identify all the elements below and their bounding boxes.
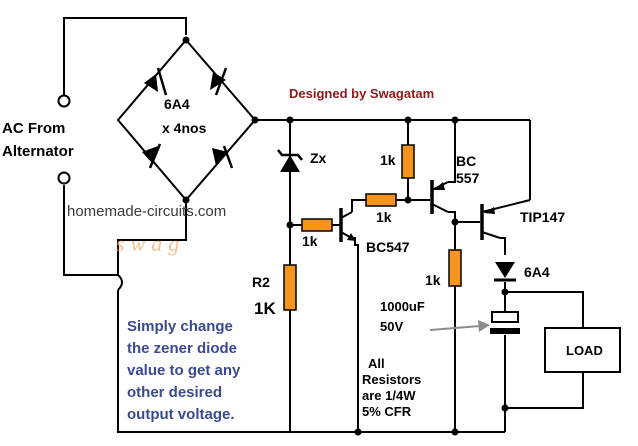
tip147-collector <box>500 237 506 255</box>
wiring <box>63 17 584 433</box>
credit-label: Designed by Swagatam <box>289 86 434 101</box>
diode-icon <box>142 143 162 169</box>
resistor-top <box>401 144 415 179</box>
tip147-transistor-icon <box>480 199 531 240</box>
website-watermark: homemade-circuits.com <box>67 203 226 220</box>
diode-icon <box>144 67 168 96</box>
capacitor-label: 1000uF 50V <box>380 299 428 334</box>
bc557-transistor-icon <box>430 180 449 214</box>
junction-dots <box>182 36 509 436</box>
load-positive <box>505 291 584 328</box>
tip147-label: TIP147 <box>520 209 565 225</box>
r-mid-label: 1k <box>376 209 392 225</box>
r2-label: R2 1K <box>252 274 276 318</box>
ground-rail-left <box>117 290 290 433</box>
bridge-label: 6A4 x 4nos <box>162 96 207 136</box>
ac-wire-top <box>63 17 187 95</box>
bridge-bottom-wire <box>117 200 187 275</box>
load-label: LOAD <box>566 343 603 358</box>
arrow-icon <box>429 320 490 332</box>
zener-diode-icon <box>277 149 303 172</box>
wire-crossover <box>117 274 123 291</box>
ac-terminal-top <box>57 94 71 108</box>
diode-icon <box>212 145 234 169</box>
ac-terminal-bottom <box>57 171 71 185</box>
diode-icon <box>210 67 228 96</box>
bc557-emitter <box>448 120 456 183</box>
capacitor-icon <box>490 311 520 334</box>
load-box <box>544 327 621 373</box>
swag-watermark: swag <box>116 231 185 256</box>
zener-label: Zx <box>310 150 327 166</box>
instruction-note: Simply change the zener diode value to g… <box>127 318 245 423</box>
ac-terminals <box>57 94 123 291</box>
bc547-label: BC547 <box>366 239 410 255</box>
bc547-collector <box>351 199 366 212</box>
bc557-collector <box>448 211 480 223</box>
bc547-transistor-icon <box>339 208 356 242</box>
r-top-label: 1k <box>380 152 396 168</box>
r-bottom-label: 1k <box>425 272 441 288</box>
load-return <box>505 372 584 409</box>
resistor-bottom <box>448 249 462 287</box>
resistor-r2 <box>283 264 297 311</box>
ac-source-label: AC From Alternator <box>2 120 74 160</box>
bc557-label: BC 557 <box>456 153 480 186</box>
output-diode-icon <box>494 262 516 282</box>
resistor-mid <box>365 193 397 207</box>
ac-wire-bottom <box>63 185 118 276</box>
resistor-note: All Resistors are 1/4W 5% CFR <box>362 356 425 419</box>
output-diode-label: 6A4 <box>524 264 550 280</box>
resistor-left <box>301 218 333 232</box>
r-left-label: 1k <box>302 233 318 249</box>
bc547-emitter <box>354 237 359 432</box>
